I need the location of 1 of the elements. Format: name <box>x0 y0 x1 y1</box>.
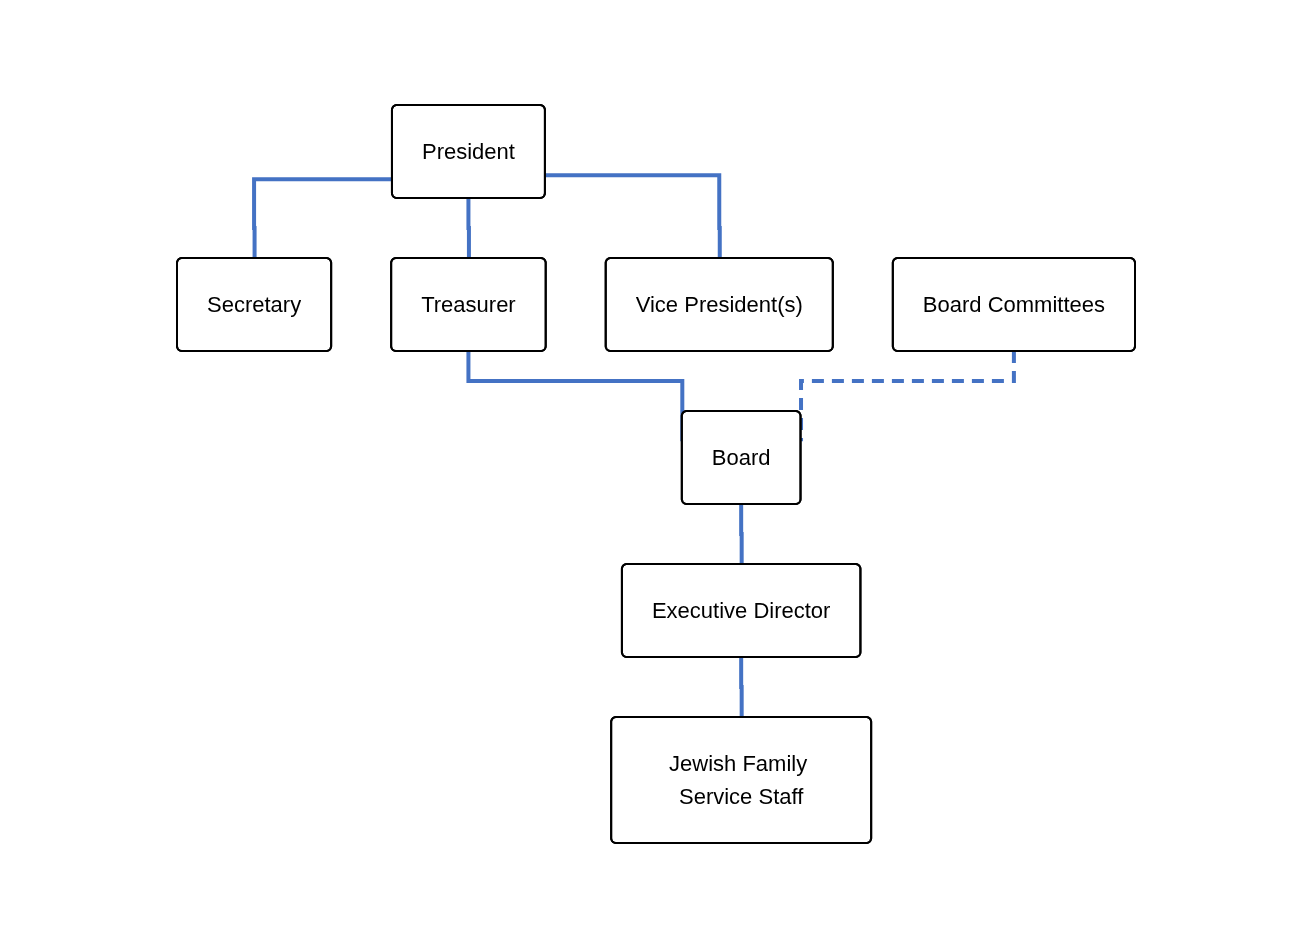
connector <box>545 173 722 259</box>
